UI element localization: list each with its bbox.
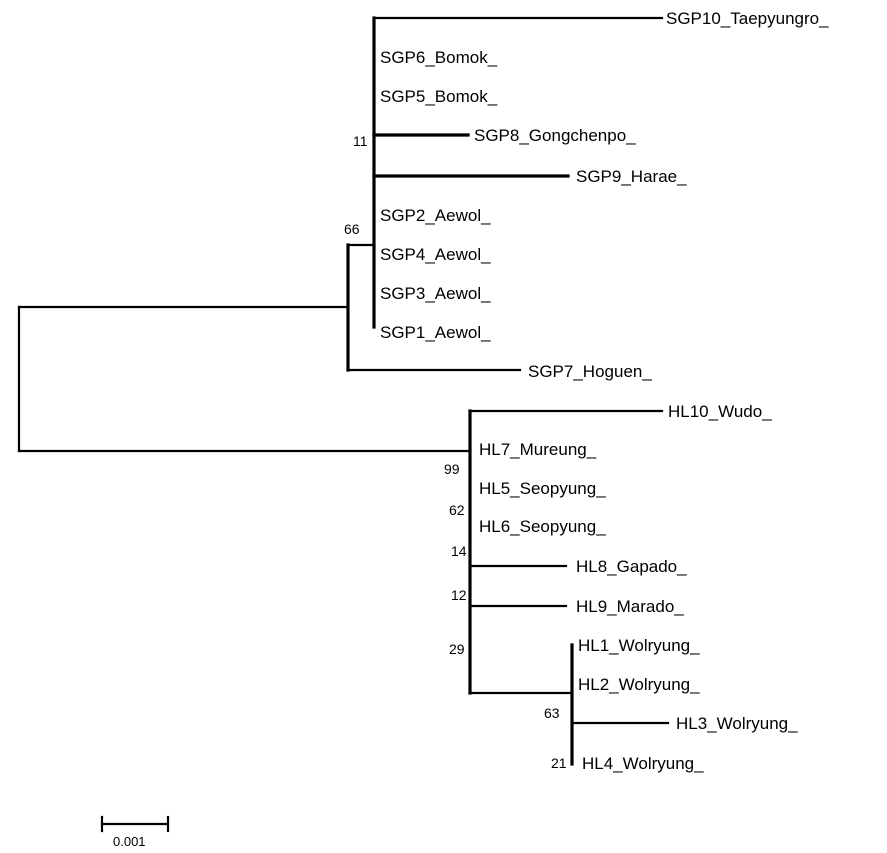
leaf-label-sgp5: SGP5_Bomok_ <box>380 87 498 106</box>
leaf-label-hl5: HL5_Seopyung_ <box>479 479 606 498</box>
support-value-wolryung-inner: 21 <box>551 755 567 771</box>
leaf-label-sgp9: SGP9_Harae_ <box>576 167 687 186</box>
scale-bar-label: 0.001 <box>113 834 146 849</box>
support-value-wolryung-clade: 63 <box>544 705 560 721</box>
leaf-label-hl8: HL8_Gapado_ <box>576 557 687 576</box>
support-value-hl-14: 14 <box>451 543 467 559</box>
leaf-label-hl3: HL3_Wolryung_ <box>676 714 798 733</box>
support-value-hl-62: 62 <box>449 502 465 518</box>
leaf-label-sgp1: SGP1_Aewol_ <box>380 323 491 342</box>
leaf-label-sgp3: SGP3_Aewol_ <box>380 284 491 303</box>
leaf-label-hl7: HL7_Mureung_ <box>479 440 597 459</box>
leaf-label-sgp2: SGP2_Aewol_ <box>380 206 491 225</box>
scale-bar: 0.001 <box>100 815 170 849</box>
leaf-label-hl1: HL1_Wolryung_ <box>578 636 700 655</box>
leaf-label-sgp4: SGP4_Aewol_ <box>380 245 491 264</box>
leaf-label-sgp10: SGP10_Taepyungro_ <box>666 9 829 28</box>
leaf-label-sgp6: SGP6_Bomok_ <box>380 48 498 67</box>
leaf-label-hl6: HL6_Seopyung_ <box>479 517 606 536</box>
leaf-label-hl10: HL10_Wudo_ <box>668 402 772 421</box>
leaf-label-sgp7: SGP7_Hoguen_ <box>528 362 652 381</box>
leaf-label-sgp8: SGP8_Gongchenpo_ <box>474 126 636 145</box>
support-value-hl-29: 29 <box>449 641 465 657</box>
leaf-label-hl9: HL9_Marado_ <box>576 597 684 616</box>
support-value-hl-clade: 99 <box>444 461 460 477</box>
support-value-hl-12: 12 <box>451 587 467 603</box>
support-value-sgp-clade: 66 <box>344 221 360 237</box>
support-value-sgp-inner: 11 <box>353 133 368 149</box>
leaf-label-hl2: HL2_Wolryung_ <box>578 675 700 694</box>
leaf-label-hl4: HL4_Wolryung_ <box>582 754 704 773</box>
